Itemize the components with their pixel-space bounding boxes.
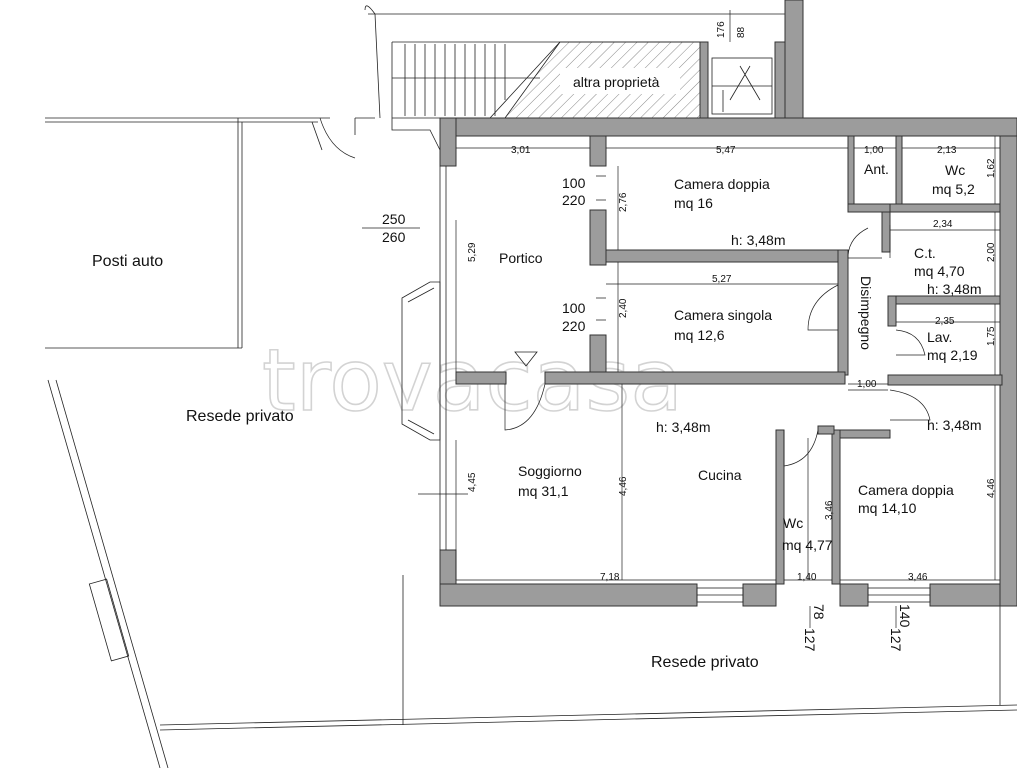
area-camera-doppia-1: mq 16 <box>674 195 713 211</box>
labels: Posti auto Resede privato Resede privato… <box>92 161 981 671</box>
stair-core: 176 88 <box>699 0 804 119</box>
label-resede-bottom: Resede privato <box>651 654 759 671</box>
label-portico: Portico <box>499 250 543 266</box>
label-camera-doppia-2: Camera doppia <box>858 482 954 498</box>
area-wc-2: mq 4,77 <box>782 537 833 553</box>
height-camera-doppia-1: h: 3,48m <box>731 232 785 248</box>
area-soggiorno: mq 31,1 <box>518 483 569 499</box>
label-wc-1: Wc <box>945 162 965 178</box>
stair-dim-176: 176 <box>716 21 727 38</box>
height-soggiorno: h: 3,48m <box>656 419 710 435</box>
window-1-width: 100 <box>562 175 586 191</box>
bottom-windows <box>696 587 931 628</box>
dim-camera-singola-width: 5,27 <box>712 274 732 285</box>
stairs-left <box>392 41 561 119</box>
window-b2-dim-a: 127 <box>888 628 904 652</box>
dim-wc-depth: 1,62 <box>986 158 997 178</box>
stair-dim-88: 88 <box>736 26 747 38</box>
dim-soggiorno-depth-mid: 4,46 <box>618 476 629 496</box>
dim-lav-depth: 1,75 <box>986 326 997 346</box>
area-camera-singola: mq 12,6 <box>674 327 725 343</box>
area-ct: mq 4,70 <box>914 263 965 279</box>
label-disimpegno: Disimpegno <box>858 276 874 350</box>
window-b1-dim-a: 127 <box>802 628 818 652</box>
entrance-width: 250 <box>382 211 406 227</box>
area-lav: mq 2,19 <box>927 347 978 363</box>
dim-camera-doppia2-depth: 4,46 <box>986 478 997 498</box>
label-camera-doppia-1: Camera doppia <box>674 176 770 192</box>
dimension-lines <box>362 136 1000 581</box>
label-resede-left: Resede privato <box>186 408 294 425</box>
dim-ant-width: 1,00 <box>864 145 884 156</box>
label-lav: Lav. <box>927 329 952 345</box>
dim-wc-width: 2,13 <box>937 145 957 156</box>
area-wc-1: mq 5,2 <box>932 181 975 197</box>
height-ct: h: 3,48m <box>927 281 981 297</box>
dimension-texts: 3,01 5,47 1,00 2,13 2,34 2,35 5,27 1,00 … <box>382 145 997 652</box>
other-property-hatch: altra proprietà <box>504 41 701 119</box>
dim-camera-doppia-depth: 2,76 <box>618 192 629 212</box>
entrance-height: 260 <box>382 229 406 245</box>
label-posti-auto: Posti auto <box>92 253 163 270</box>
dim-portico-depth: 5,29 <box>467 242 478 262</box>
label-cucina: Cucina <box>698 467 742 483</box>
dim-lav-width: 2,35 <box>935 316 955 327</box>
window-2-height: 220 <box>562 318 586 334</box>
dim-wc2-depth: 3,46 <box>824 500 835 520</box>
dim-wc2-width: 1,40 <box>797 572 817 583</box>
window-2-width: 100 <box>562 300 586 316</box>
window-1-height: 220 <box>562 192 586 208</box>
dim-soggiorno-depth-left: 4,45 <box>467 472 478 492</box>
label-wc-2: Wc <box>783 515 803 531</box>
dim-ct-width: 2,34 <box>933 219 953 230</box>
label-soggiorno: Soggiorno <box>518 463 582 479</box>
label-ct: C.t. <box>914 245 936 261</box>
dim-portico-width: 3,01 <box>511 145 531 156</box>
label-ant: Ant. <box>864 161 889 177</box>
window-b2-dim-b: 140 <box>897 604 913 628</box>
label-camera-singola: Camera singola <box>674 307 772 323</box>
other-property-label: altra proprietà <box>573 74 660 90</box>
area-camera-doppia-2: mq 14,10 <box>858 500 917 516</box>
window-b1-dim-b: 78 <box>811 604 827 620</box>
height-camera-doppia-2: h: 3,48m <box>927 417 981 433</box>
building-walls <box>439 117 1017 607</box>
dim-camera-doppia-width: 5,47 <box>716 145 736 156</box>
door-swings <box>504 175 931 467</box>
dim-camera-singola-depth: 2,40 <box>618 298 629 318</box>
dim-camera-doppia2-width: 3,46 <box>908 572 928 583</box>
dim-disimpegno-width: 1,00 <box>857 379 877 390</box>
dim-ct-depth: 2,00 <box>986 242 997 262</box>
dim-soggiorno-width: 7,18 <box>600 572 620 583</box>
entry-bay <box>311 117 468 550</box>
